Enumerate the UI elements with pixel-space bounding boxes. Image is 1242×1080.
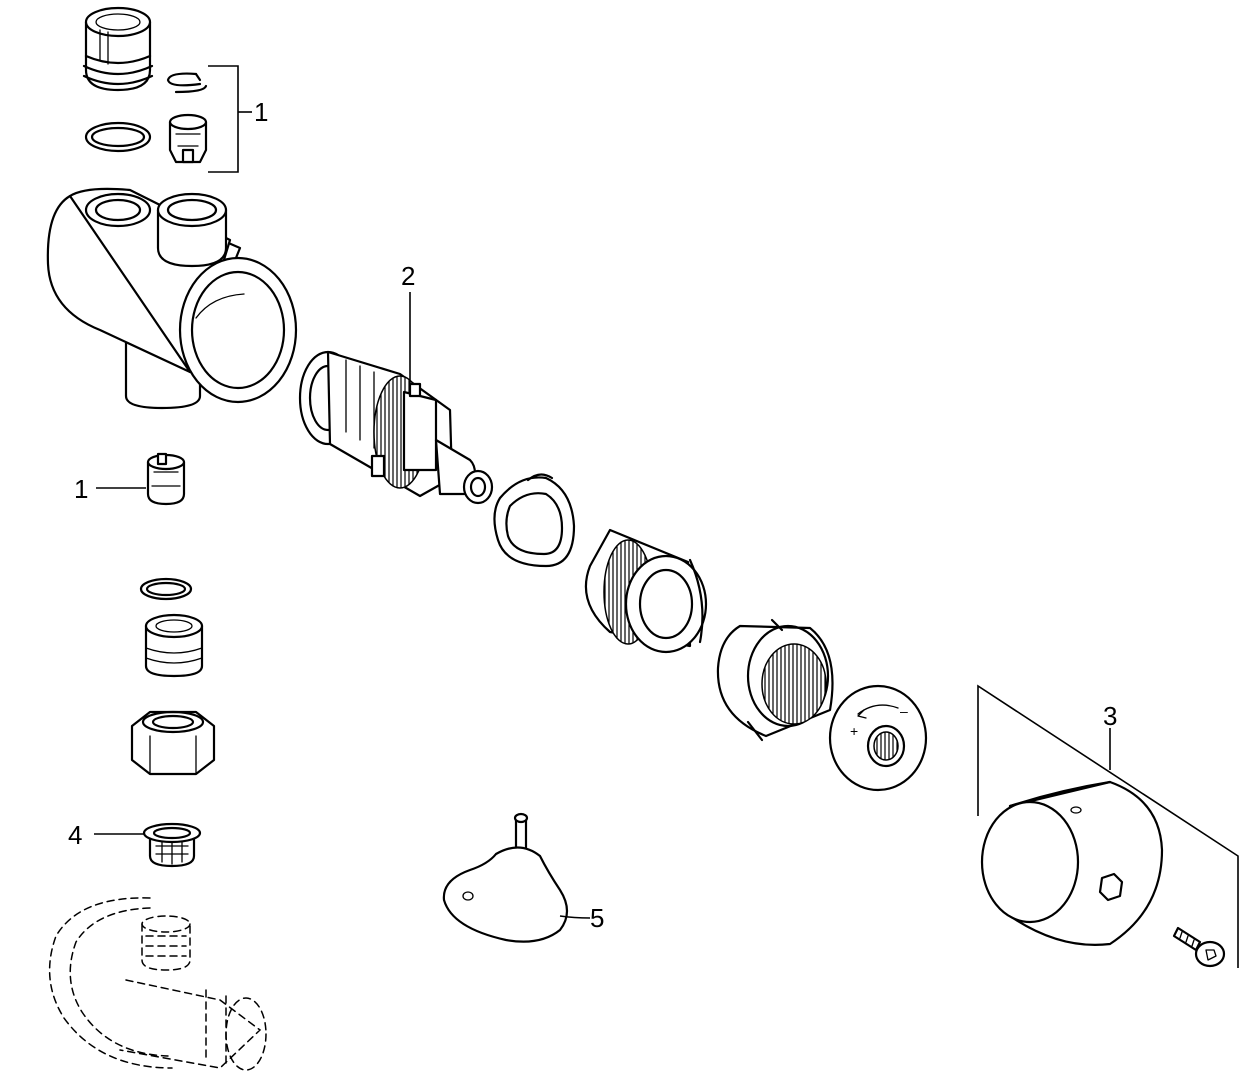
strainer — [142, 822, 202, 868]
callout-4: 4 — [68, 820, 82, 850]
check-valve-adapter — [82, 6, 154, 92]
stop-ring — [716, 618, 834, 742]
adjusting-ring — [584, 528, 708, 654]
bracket-3 — [977, 684, 1239, 968]
plus-mark: + — [850, 723, 858, 739]
handle-screw — [1172, 926, 1226, 968]
retaining-clip — [166, 72, 208, 94]
valve-body — [46, 187, 298, 410]
thermostat-handle — [980, 780, 1164, 946]
callout-5: 5 — [590, 903, 604, 933]
inlet-nipple — [144, 613, 204, 678]
bracket-1-top — [208, 65, 252, 173]
leader-5 — [559, 915, 591, 919]
callout-1-left: 1 — [74, 474, 88, 504]
o-ring-top — [84, 121, 152, 153]
temperature-dial: + – — [828, 684, 928, 792]
minus-mark: – — [900, 703, 908, 719]
thermostatic-cartridge — [298, 350, 494, 505]
wall-elbow-dashed — [48, 897, 267, 1071]
callout-2: 2 — [401, 261, 415, 291]
o-ring-left — [139, 577, 193, 601]
service-tool — [442, 812, 569, 943]
callout-1-top: 1 — [254, 97, 268, 127]
check-valve-insert — [168, 113, 208, 164]
seal-ring — [493, 473, 576, 568]
hex-nut — [130, 710, 216, 776]
check-valve-left — [146, 452, 186, 506]
callout-3: 3 — [1103, 701, 1117, 731]
